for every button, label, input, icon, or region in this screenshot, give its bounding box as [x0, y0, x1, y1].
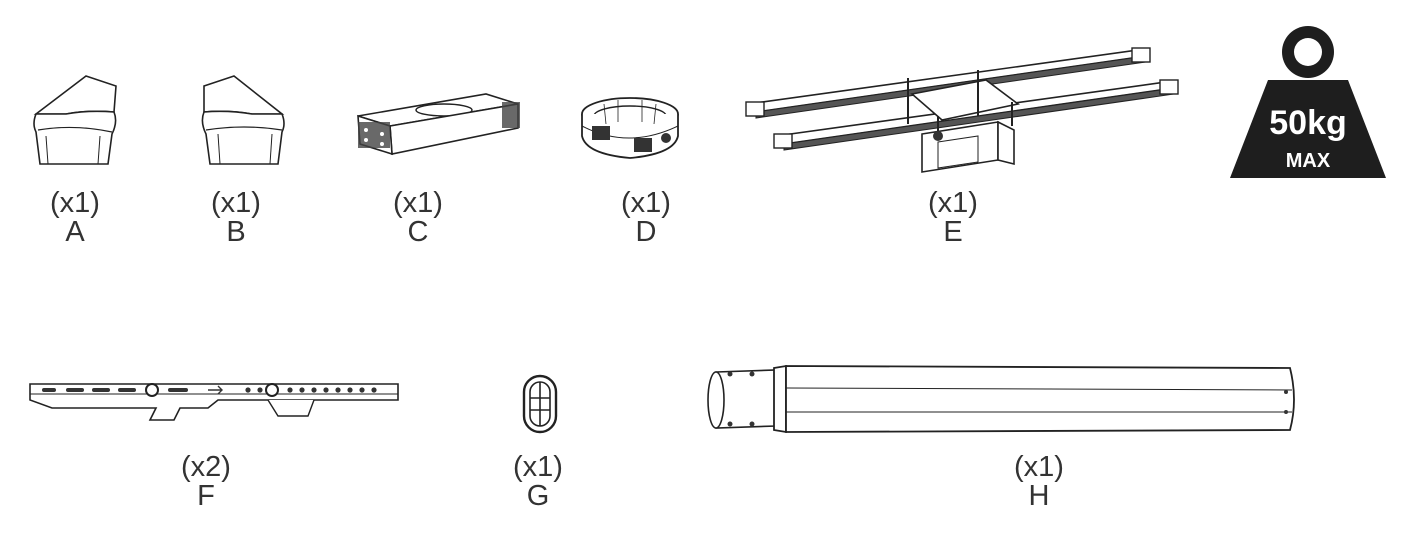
part-e-letter: E — [943, 216, 963, 248]
part-c-caption: (x1) C — [358, 189, 478, 247]
part-a-quantity: (x1) — [50, 187, 100, 219]
part-h-caption: (x1) H — [979, 453, 1099, 511]
max-load-label: MAX — [1285, 150, 1331, 172]
pole-h-illustration — [707, 364, 1295, 434]
part-a-letter: A — [65, 216, 85, 248]
part-f-quantity: (x2) — [181, 451, 231, 483]
part-b-letter: B — [226, 216, 246, 248]
max-load-value: 50kg — [1269, 104, 1347, 142]
part-d-letter: D — [635, 216, 657, 248]
part-g-letter: G — [526, 480, 550, 512]
part-e-quantity: (x1) — [928, 187, 978, 219]
part-d-quantity: (x1) — [621, 187, 671, 219]
part-a-caption: (x1) A — [15, 189, 135, 247]
part-c-letter: C — [407, 216, 429, 248]
end-cap-a-illustration — [33, 75, 117, 165]
clamp-ring-d-illustration — [581, 97, 679, 159]
part-h-letter: H — [1028, 480, 1050, 512]
part-g-caption: (x1) G — [478, 453, 598, 511]
max-load-weight-badge: 50kg MAX — [1228, 22, 1388, 182]
mounting-bar-f-illustration — [29, 383, 399, 421]
part-f-caption: (x2) F — [146, 453, 266, 511]
part-f-letter: F — [197, 480, 215, 512]
plug-g-illustration — [522, 374, 558, 434]
part-b-caption: (x1) B — [176, 189, 296, 247]
end-cap-b-illustration — [201, 75, 285, 165]
part-h-quantity: (x1) — [1014, 451, 1064, 483]
part-g-quantity: (x1) — [513, 451, 563, 483]
part-c-quantity: (x1) — [393, 187, 443, 219]
ceiling-plate-rails-e-illustration — [745, 47, 1179, 173]
part-d-caption: (x1) D — [586, 189, 706, 247]
part-e-caption: (x1) E — [893, 189, 1013, 247]
weight-icon — [1230, 26, 1386, 178]
bracket-c-illustration — [357, 93, 520, 156]
part-b-quantity: (x1) — [211, 187, 261, 219]
